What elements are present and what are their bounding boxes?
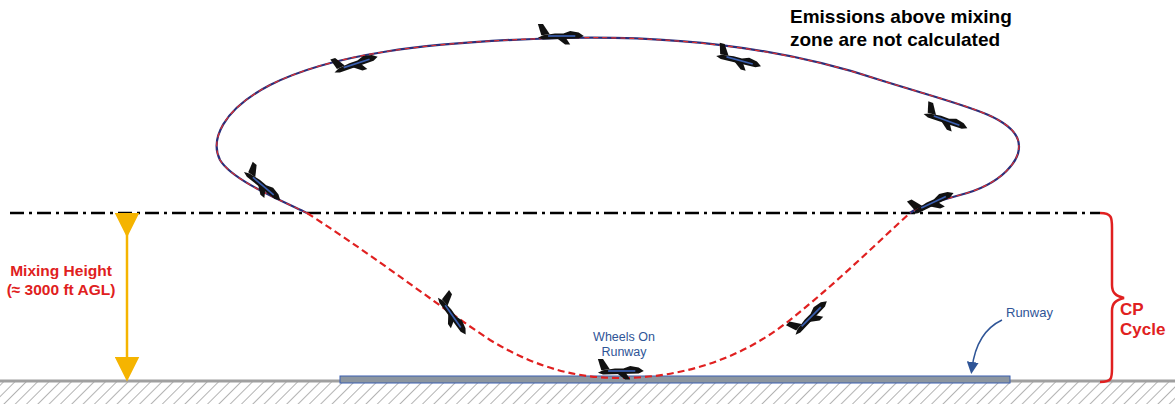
aircraft — [240, 162, 288, 207]
aircraft — [598, 359, 644, 379]
aircraft — [714, 43, 764, 75]
aircraft — [786, 293, 833, 340]
mixing-height-line — [10, 212, 1100, 215]
flight-path-cp — [307, 213, 910, 378]
runway-leader — [972, 320, 1002, 368]
aircraft — [330, 45, 380, 79]
runway-label: Runway — [1006, 305, 1076, 321]
ground-hatch — [0, 382, 1175, 404]
aircraft — [921, 101, 971, 136]
runway — [340, 376, 1010, 383]
cp-bracket — [1100, 213, 1124, 382]
flight-path-above — [217, 38, 1019, 213]
height-arrow — [126, 225, 129, 369]
aircraft — [432, 290, 475, 339]
cp-cycle-label: CP Cycle — [1120, 300, 1170, 341]
wheels-label: Wheels On Runway — [588, 330, 660, 360]
aircraft — [907, 182, 957, 220]
mixing-height-label: Mixing Height (≈ 3000 ft AGL) — [2, 262, 120, 299]
aircraft — [538, 24, 584, 44]
note-text: Emissions above mixing zone are not calc… — [790, 6, 1040, 52]
flight-path-above-dash — [217, 38, 1019, 213]
